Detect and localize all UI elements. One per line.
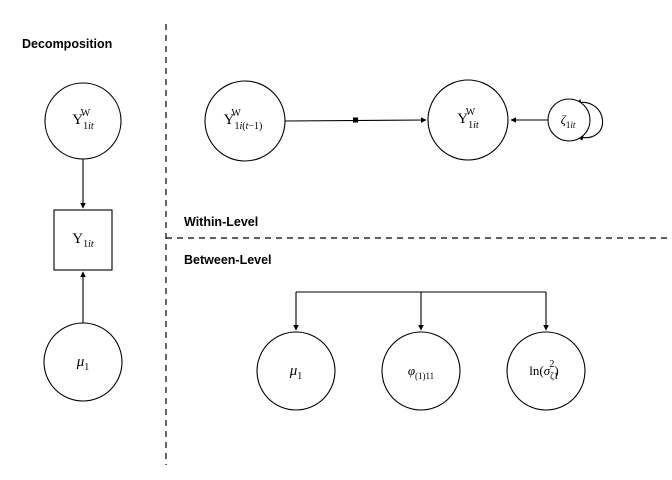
node-decomposition-yw <box>44 82 122 160</box>
node-between-lnsigma-label: ln(σζ12) <box>529 359 558 381</box>
node-within-yw <box>427 79 509 161</box>
node-within-yw-label: Y1itW <box>457 107 479 131</box>
node-within-zeta-label: ζ1it <box>561 112 576 130</box>
node-decomposition-mu-label: μ1 <box>76 354 90 373</box>
node-between-lnsigma <box>506 331 586 411</box>
node-between-mu <box>256 331 336 411</box>
autoregression-parameter-marker <box>353 117 358 123</box>
node-within-yw-lag <box>204 80 286 162</box>
node-between-phi <box>381 331 461 411</box>
node-decomposition-yw-label: Y1itW <box>72 108 94 132</box>
between-level-label: Between-Level <box>184 253 272 267</box>
node-decomposition-y-observed-label: Y1it <box>72 231 94 250</box>
decomposition-title: Decomposition <box>22 37 112 51</box>
node-within-yw-lag-label: Y1i(t−1)W <box>224 108 263 132</box>
within-level-label: Within-Level <box>184 215 258 229</box>
node-between-mu-label: μ1 <box>289 363 303 382</box>
node-decomposition-mu <box>43 322 123 402</box>
edge-zeta-variance-loop <box>575 99 604 141</box>
node-decomposition-y-observed <box>53 209 113 271</box>
node-within-zeta <box>547 98 591 142</box>
node-between-phi-label: φ(1)11 <box>408 363 434 381</box>
